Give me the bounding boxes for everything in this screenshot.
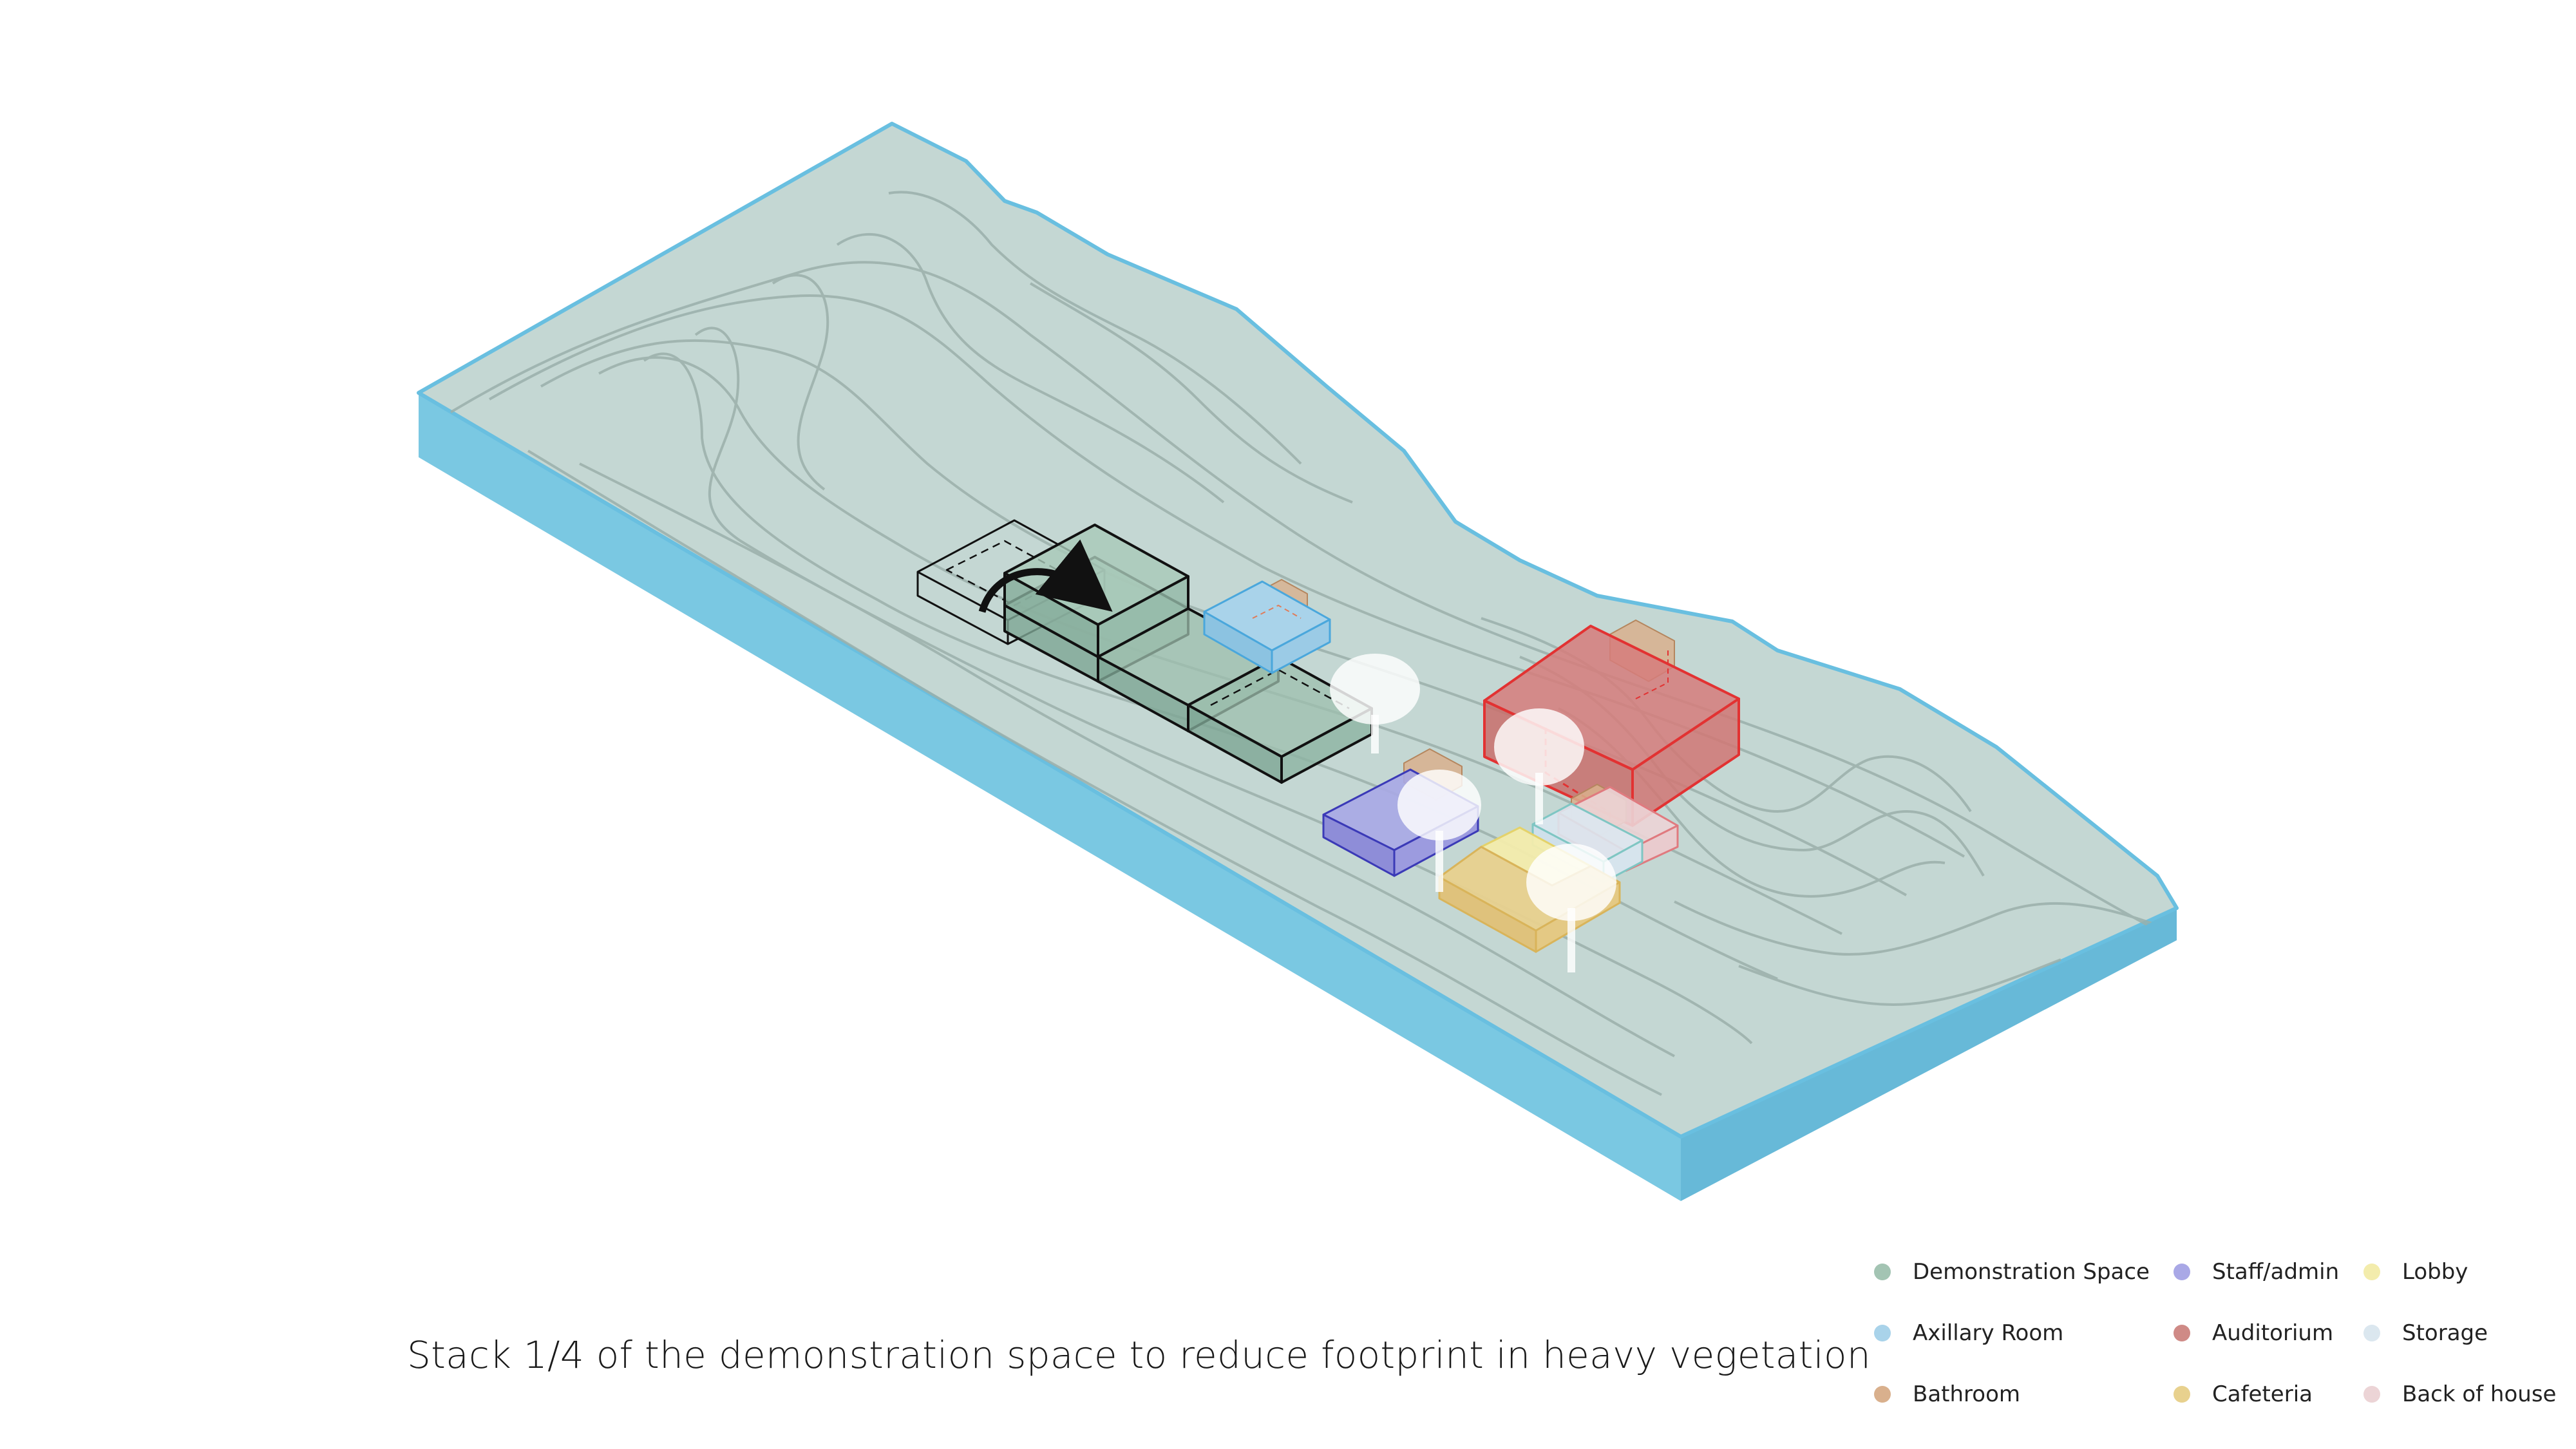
legend-swatch: [2363, 1325, 2380, 1341]
terrain-side-right: [1681, 908, 2177, 1201]
legend-swatch: [2363, 1264, 2380, 1280]
tree-icon: [1494, 708, 1584, 824]
legend-item: Axillary Room: [1874, 1320, 2063, 1346]
curved-arrow-icon: [978, 539, 1113, 613]
caption: Stack 1/4 of the demonstration space to …: [407, 1333, 1871, 1377]
legend-item: Storage: [2363, 1320, 2488, 1346]
legend-label: Demonstration Space: [1913, 1259, 2150, 1285]
legend-label: Back of house: [2402, 1381, 2557, 1407]
legend-swatch: [2363, 1386, 2380, 1403]
legend-swatch: [2174, 1325, 2190, 1341]
legend-label: Cafeteria: [2212, 1381, 2313, 1407]
terrain-side-left: [419, 393, 1681, 1201]
tree-icon: [1330, 654, 1420, 753]
legend-label: Storage: [2402, 1320, 2488, 1346]
legend-item: Cafeteria: [2174, 1381, 2313, 1407]
terrain-slab: [417, 122, 2179, 1201]
legend-swatch: [2174, 1264, 2190, 1280]
legend-item: Lobby: [2363, 1259, 2468, 1285]
tree-icon: [1526, 844, 1616, 972]
legend-item: Back of house: [2363, 1381, 2556, 1407]
legend-item: Staff/admin: [2174, 1259, 2339, 1285]
legend-item: Auditorium: [2174, 1320, 2333, 1346]
legend-swatch: [1874, 1325, 1891, 1341]
legend-item: Demonstration Space: [1874, 1259, 2150, 1285]
axillary-room-volume: [1203, 579, 1331, 674]
legend-item: Bathroom: [1874, 1381, 2020, 1407]
tree-icon: [1397, 770, 1481, 892]
legend-label: Auditorium: [2212, 1320, 2334, 1346]
legend-swatch: [1874, 1264, 1891, 1280]
legend-label: Bathroom: [1913, 1381, 2020, 1407]
contour-lines: [450, 191, 2177, 1096]
legend-swatch: [2174, 1386, 2190, 1403]
legend-swatch: [1874, 1386, 1891, 1403]
trees: [1330, 654, 1616, 972]
legend-label: Axillary Room: [1913, 1320, 2064, 1346]
legend-label: Lobby: [2402, 1259, 2468, 1285]
legend-label: Staff/admin: [2212, 1259, 2340, 1285]
